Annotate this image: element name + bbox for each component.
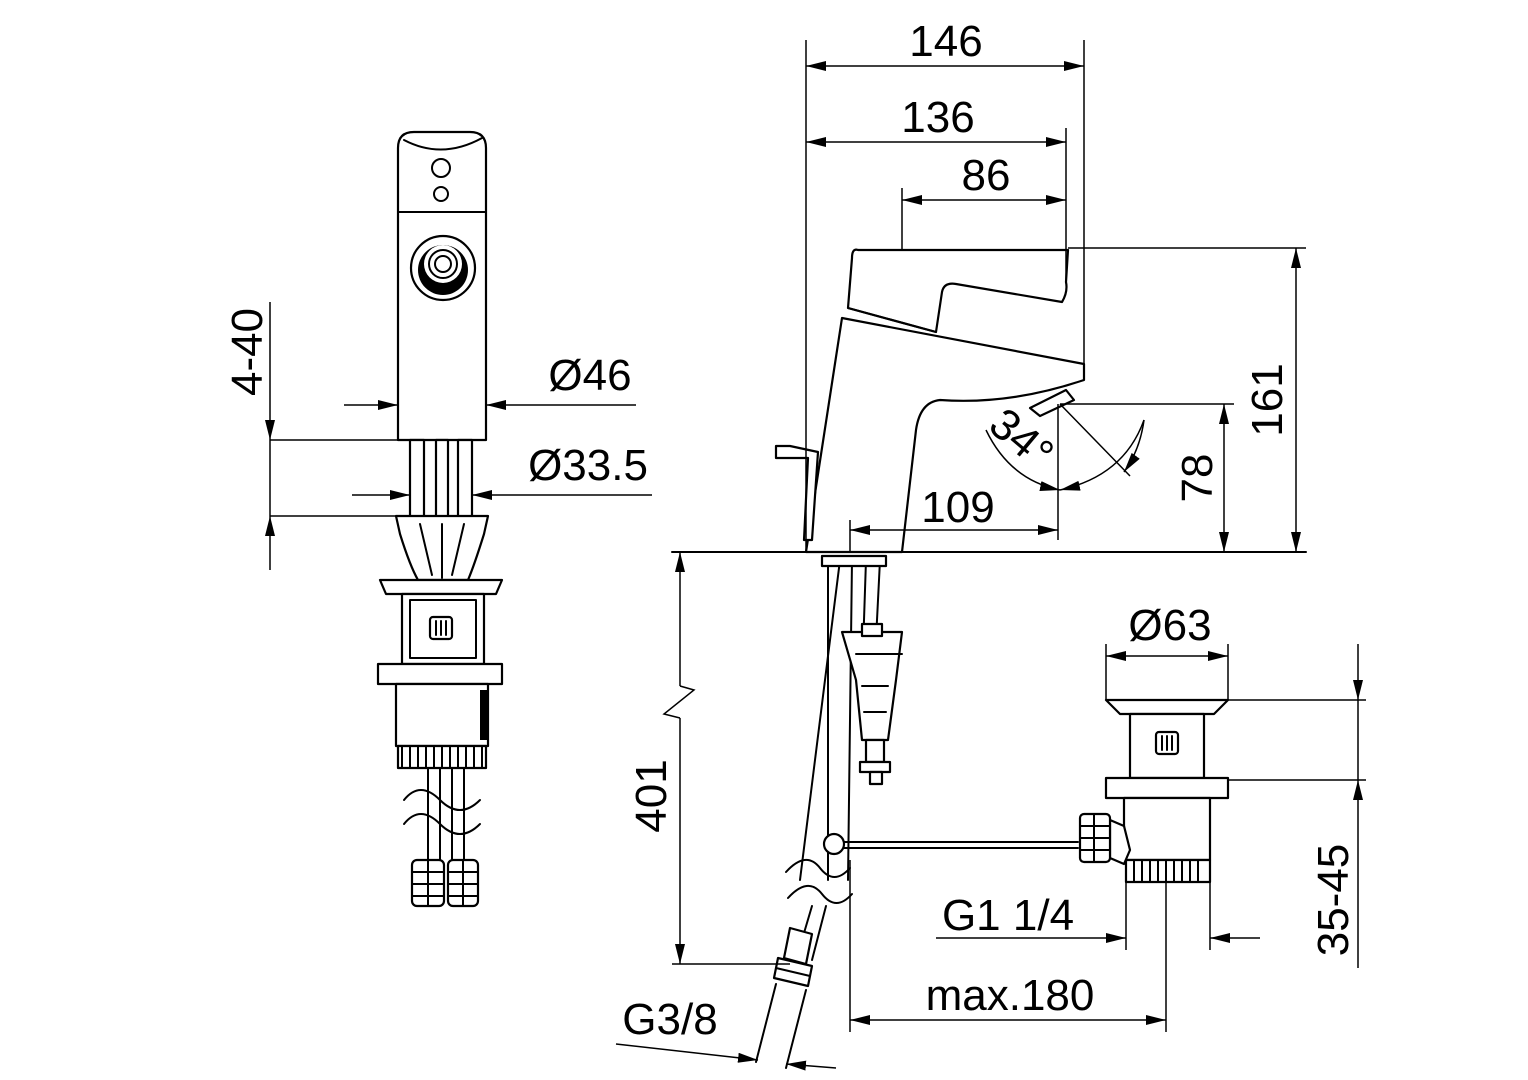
front-waste-valve (400, 592, 486, 666)
dim-range-35-45: 35-45 (1309, 844, 1358, 957)
dim-161: 161 (1243, 363, 1292, 436)
aerator-icon (409, 234, 477, 302)
dim-109: 109 (921, 483, 994, 532)
dim-g1-1-4: G1 1/4 (942, 891, 1074, 940)
dim-136: 136 (901, 93, 974, 142)
side-view (615, 40, 1366, 1071)
front-view (265, 130, 652, 908)
dimension-labels: 146 136 86 161 78 109 34° Ø46 Ø33.5 4-40… (223, 17, 1358, 1044)
dim-g3-8: G3/8 (622, 995, 717, 1044)
dim-max-180: max.180 (926, 971, 1095, 1020)
dim-146: 146 (909, 17, 982, 66)
dim-dia-33-5: Ø33.5 (528, 441, 648, 490)
front-lower-body (394, 682, 490, 748)
dim-dia-63: Ø63 (1128, 601, 1211, 650)
side-faucet-body (804, 316, 1086, 554)
dim-401: 401 (627, 759, 676, 832)
front-hose-fittings (410, 858, 480, 908)
side-waste-assembly (1078, 698, 1230, 884)
front-flange (376, 662, 504, 686)
side-hose-valve (840, 622, 904, 786)
side-g38-fitting (755, 926, 814, 1069)
dim-range-4-40: 4-40 (223, 308, 272, 396)
dim-dia-46: Ø46 (548, 351, 631, 400)
dim-86: 86 (962, 151, 1011, 200)
side-handle (846, 248, 1070, 334)
dim-78: 78 (1173, 454, 1222, 503)
